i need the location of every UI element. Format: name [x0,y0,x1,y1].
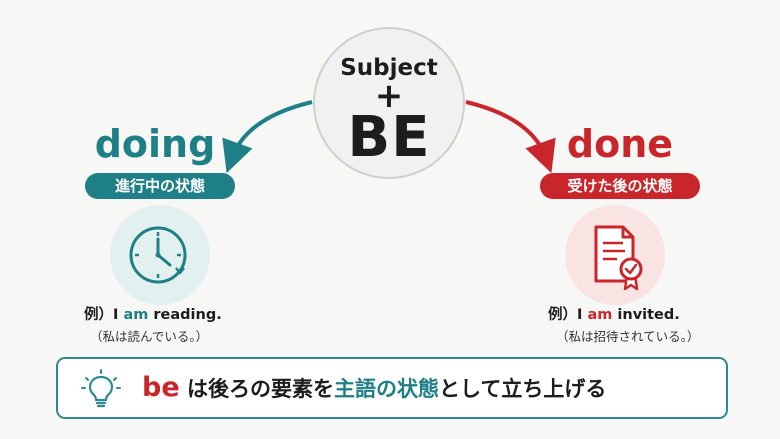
subject-be-circle: Subject + BE [313,27,465,179]
banner-part1: は後ろの要素を [179,377,334,401]
doing-translation: （私は読んでいる。） [90,329,209,344]
banner-part2: として立ち上げる [438,377,607,401]
doing-example-verb: am [123,307,149,323]
lightbulb-icon [81,369,121,408]
subject-label: Subject [340,55,438,81]
done-example-prefix: 例）I [548,307,588,323]
arrow-to-done [465,100,556,174]
done-state-label: 受けた後の状態 [540,173,700,199]
doing-state-label: 進行中の状態 [85,173,235,199]
clock-icon [129,226,187,284]
certificate-icon-badge [565,205,665,305]
doing-example-rest: reading. [148,307,222,323]
summary-banner: be は後ろの要素を主語の状態として立ち上げる [56,357,728,419]
done-translation: （私は招待されている。） [556,329,700,344]
done-example-rest: invited. [612,307,680,323]
banner-highlight: 主語の状態 [333,377,439,401]
banner-be: be [142,372,180,403]
done-example: 例）I am invited. [548,303,680,324]
banner-text: be は後ろの要素を主語の状態として立ち上げる [142,359,606,417]
be-label: BE [347,105,431,170]
doing-example: 例）I am reading. [84,303,222,324]
clock-icon-badge [110,205,210,305]
arrow-to-doing [222,100,313,174]
done-example-verb: am [587,307,613,323]
doing-title: doing [94,122,216,166]
certificate-document-icon [594,225,643,291]
doing-example-prefix: 例）I [84,307,124,323]
plus-sign: + [374,76,404,116]
done-title: done [566,122,674,166]
